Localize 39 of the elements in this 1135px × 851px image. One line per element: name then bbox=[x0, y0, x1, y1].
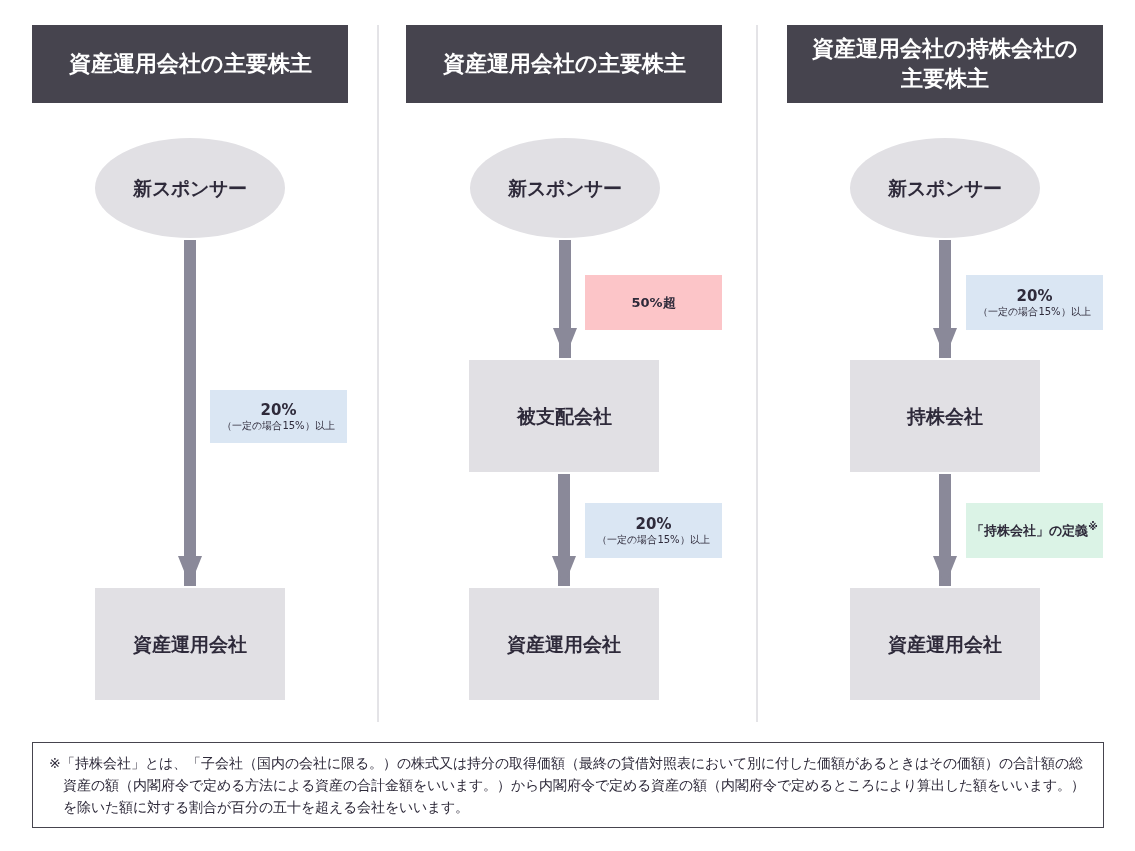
tag-value: 20% bbox=[1016, 286, 1053, 305]
company-box bbox=[850, 588, 1040, 700]
ratio-tag bbox=[210, 390, 347, 443]
arrow bbox=[933, 240, 957, 358]
ellipse-text: 新スポンサー bbox=[888, 175, 1002, 201]
box-text: 被支配会社 bbox=[516, 403, 612, 429]
tag-note: （一定の場合15%）以上 bbox=[597, 532, 710, 547]
company-box bbox=[469, 588, 659, 700]
arrow bbox=[553, 240, 577, 358]
header-text: 資産運用会社の主要株主 bbox=[68, 50, 312, 78]
ellipse-text: 新スポンサー bbox=[508, 175, 622, 201]
footnote-text: ※「持株会社」とは、「子会社（国内の会社に限る。）の株式又は持分の取得価額（最終の貸借対照表において別に付した価額があるときはその価額）の合計額の総資産の額（内閣府令で定める方法による資産の合計金額をいいます。）から内閣府令で定める資産の額（内閣府令で定めるところにより算出した額をいいます。）を除いた額に対する割合が百分の五十を超える会社をいいます。 bbox=[49, 754, 1086, 817]
ellipse-text: 新スポンサー bbox=[133, 175, 247, 201]
tag-note: （一定の場合15%）以上 bbox=[978, 304, 1091, 319]
column-header bbox=[787, 25, 1103, 103]
tag-value: 20% bbox=[635, 514, 672, 533]
header-text: 資産運用会社の持株会社の主要株主 bbox=[811, 35, 1079, 93]
box-text: 持株会社 bbox=[907, 403, 983, 429]
footnote-box bbox=[32, 742, 1104, 828]
company-box bbox=[469, 360, 659, 472]
arrow bbox=[178, 240, 202, 586]
arrow bbox=[552, 474, 576, 586]
box-text: 資産運用会社 bbox=[888, 631, 1002, 657]
ratio-tag bbox=[966, 275, 1103, 330]
arrow bbox=[933, 474, 957, 586]
box-text: 資産運用会社 bbox=[133, 631, 247, 657]
box-text: 資産運用会社 bbox=[507, 631, 621, 657]
tag-text: 50%超 bbox=[631, 293, 676, 312]
ratio-tag bbox=[585, 503, 722, 558]
ratio-tag bbox=[966, 503, 1103, 558]
tag-text: 「持株会社」の定義$^{※}$ bbox=[971, 520, 1098, 540]
column-header bbox=[406, 25, 722, 103]
company-box bbox=[850, 360, 1040, 472]
company-box bbox=[95, 588, 285, 700]
ratio-tag bbox=[585, 275, 722, 330]
tag-note: （一定の場合15%）以上 bbox=[222, 418, 335, 433]
column-header bbox=[32, 25, 348, 103]
header-text: 資産運用会社の主要株主 bbox=[442, 50, 686, 78]
tag-value: 20% bbox=[260, 400, 297, 419]
